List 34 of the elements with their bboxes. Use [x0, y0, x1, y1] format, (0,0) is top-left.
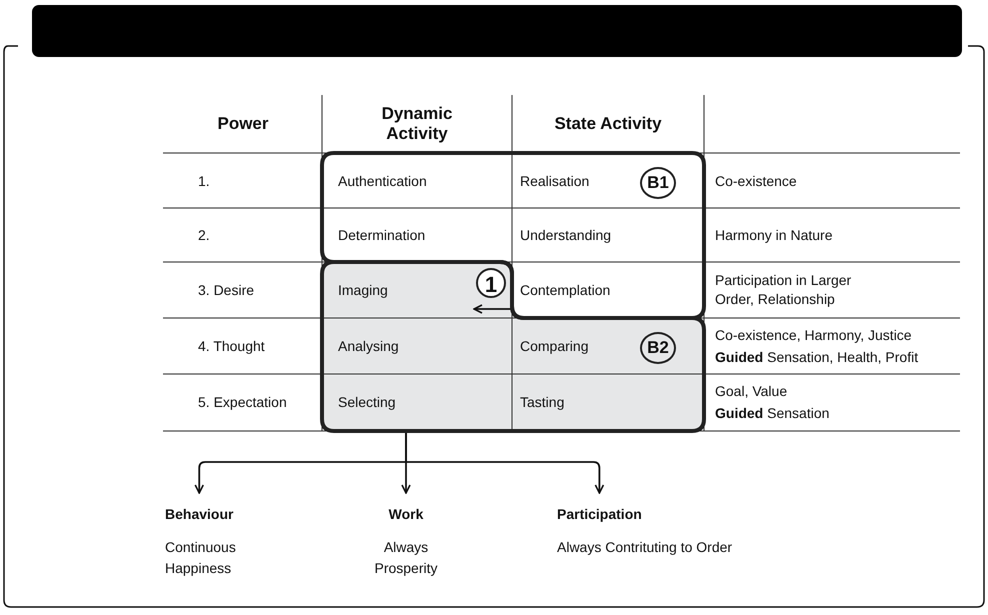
outcome-text: Participation in Larger Order, Relationship: [715, 271, 852, 309]
outcome-text: Co-existence, Harmony, Justice: [715, 326, 912, 344]
power-label: 2.: [198, 226, 210, 244]
heading: Participation: [557, 505, 642, 523]
power-label: 4. Thought: [198, 336, 265, 356]
outcome-text: Harmony in Nature: [715, 226, 832, 244]
description: Always Contrituting to Order: [557, 538, 734, 557]
description: Continuous Happiness: [165, 538, 237, 578]
outcome-text: Co-existence: [715, 172, 797, 190]
outcome-text: Goal, Value: [715, 382, 788, 400]
activity-label: Selecting: [338, 392, 396, 412]
arrow: [473, 304, 511, 314]
power-label: 5. Expectation: [198, 392, 287, 412]
activity-label: Determination: [338, 226, 426, 244]
arrow: [405, 433, 604, 494]
description: Always Prosperity: [373, 538, 439, 578]
activity-label: Tasting: [520, 392, 564, 412]
power-label: 1.: [198, 172, 210, 190]
activity-label: Imaging: [338, 280, 388, 300]
power-label: 3. Desire: [198, 280, 254, 300]
heading: Work: [388, 505, 424, 523]
column-header: Power: [216, 114, 270, 134]
outcome-text: Guided Sensation: [715, 404, 830, 422]
activity-label: Authentication: [338, 172, 427, 190]
activity-label: Comparing: [520, 336, 588, 356]
outcome-text: Guided Sensation, Health, Profit: [715, 348, 918, 366]
group-badge: B1: [640, 167, 676, 199]
activity-label: Realisation: [520, 172, 590, 190]
activity-label: Analysing: [338, 336, 399, 356]
column-header: Dynamic Activity: [380, 104, 454, 144]
activity-label: Contemplation: [520, 280, 610, 300]
column-header: State Activity: [553, 114, 663, 134]
activity-label: Understanding: [520, 226, 612, 244]
heading: Behaviour: [165, 505, 234, 523]
